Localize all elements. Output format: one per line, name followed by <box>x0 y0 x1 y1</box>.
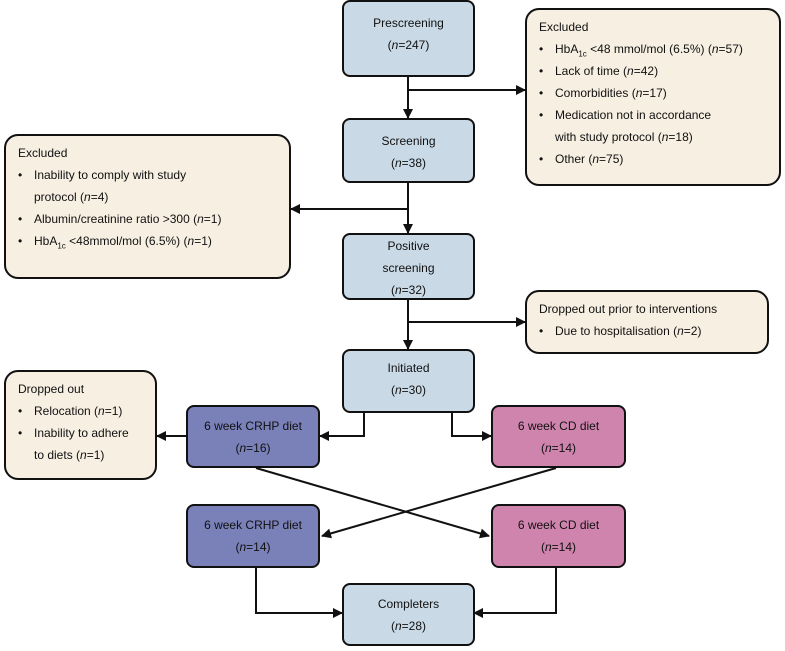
dropped-out-note: Dropped out Relocation (n=1) Inability t… <box>4 370 157 480</box>
crhp1-count: (n=16) <box>235 441 271 455</box>
screening-count: (n=38) <box>390 156 427 170</box>
excluded-prescreening-note: Excluded HbA1c <48 mmol/mol (6.5%) (n=57… <box>525 8 781 186</box>
positive-title-line2: screening <box>382 261 435 275</box>
cd1-count: (n=14) <box>540 441 577 455</box>
initiated-count: (n=30) <box>390 383 427 397</box>
screening-box: Screening (n=38) <box>342 118 475 183</box>
crhp-diet-box-2: 6 week CRHP diet (n=14) <box>186 504 320 568</box>
arrow-crhp1-to-cd2 <box>255 467 490 539</box>
arrow-crhp2-to-completers <box>255 568 343 618</box>
excluded1-heading: Excluded <box>539 20 589 34</box>
arrow-cd2-to-completers <box>473 568 557 618</box>
prescreening-title: Prescreening <box>373 16 444 30</box>
crhp1-title: 6 week CRHP diet <box>204 419 302 433</box>
completers-title: Completers <box>377 597 440 611</box>
excluded1-item-other: Other (n=75) <box>539 148 769 170</box>
excluded2-item-hba1c: HbA1c <48mmol/mol (6.5%) (n=1) <box>18 230 279 252</box>
positive-title-line1: Positive <box>387 239 430 253</box>
prescreening-count: (n=247) <box>387 38 430 52</box>
excluded-screening-note: Excluded Inability to comply with studyp… <box>4 134 291 279</box>
excluded1-item-lack-of-time: Lack of time (n=42) <box>539 60 769 82</box>
cd-diet-box-2: 6 week CD diet (n=14) <box>491 504 626 568</box>
dropped-prior-heading: Dropped out prior to interventions <box>539 302 718 316</box>
crhp-diet-box-1: 6 week CRHP diet (n=16) <box>186 405 320 468</box>
crhp2-count: (n=14) <box>235 540 271 554</box>
arrow-cd1-to-crhp2 <box>321 467 557 539</box>
excluded2-item-albumin: Albumin/creatinine ratio >300 (n=1) <box>18 208 279 230</box>
cd1-title: 6 week CD diet <box>517 419 600 433</box>
arrow-initiated-to-crhp1 <box>319 413 365 441</box>
excluded2-heading: Excluded <box>18 146 68 160</box>
arrow-initiated-to-cd1 <box>451 413 492 441</box>
cd-diet-box-1: 6 week CD diet (n=14) <box>491 405 626 468</box>
dropped-prior-item-hospitalisation: Due to hospitalisation (n=2) <box>539 320 757 342</box>
completers-count: (n=28) <box>390 619 427 633</box>
prescreening-box: Prescreening (n=247) <box>342 0 475 77</box>
initiated-title: Initiated <box>387 361 430 375</box>
cd2-title: 6 week CD diet <box>517 518 600 532</box>
screening-title: Screening <box>381 134 436 148</box>
dropped-prior-note: Dropped out prior to interventions Due t… <box>525 290 769 354</box>
completers-box: Completers (n=28) <box>342 583 475 646</box>
crhp2-title: 6 week CRHP diet <box>204 518 302 532</box>
positive-count: (n=32) <box>390 283 427 297</box>
positive-screening-box: Positive screening (n=32) <box>342 233 475 300</box>
excluded1-item-comorbidities: Comorbidities (n=17) <box>539 82 769 104</box>
initiated-box: Initiated (n=30) <box>342 349 475 413</box>
cd2-count: (n=14) <box>540 540 577 554</box>
dropped-out-item-relocation: Relocation (n=1) <box>18 400 145 422</box>
dropped-out-heading: Dropped out <box>18 382 85 396</box>
excluded1-item-hba1c: HbA1c <48 mmol/mol (6.5%) (n=57) <box>539 38 769 60</box>
